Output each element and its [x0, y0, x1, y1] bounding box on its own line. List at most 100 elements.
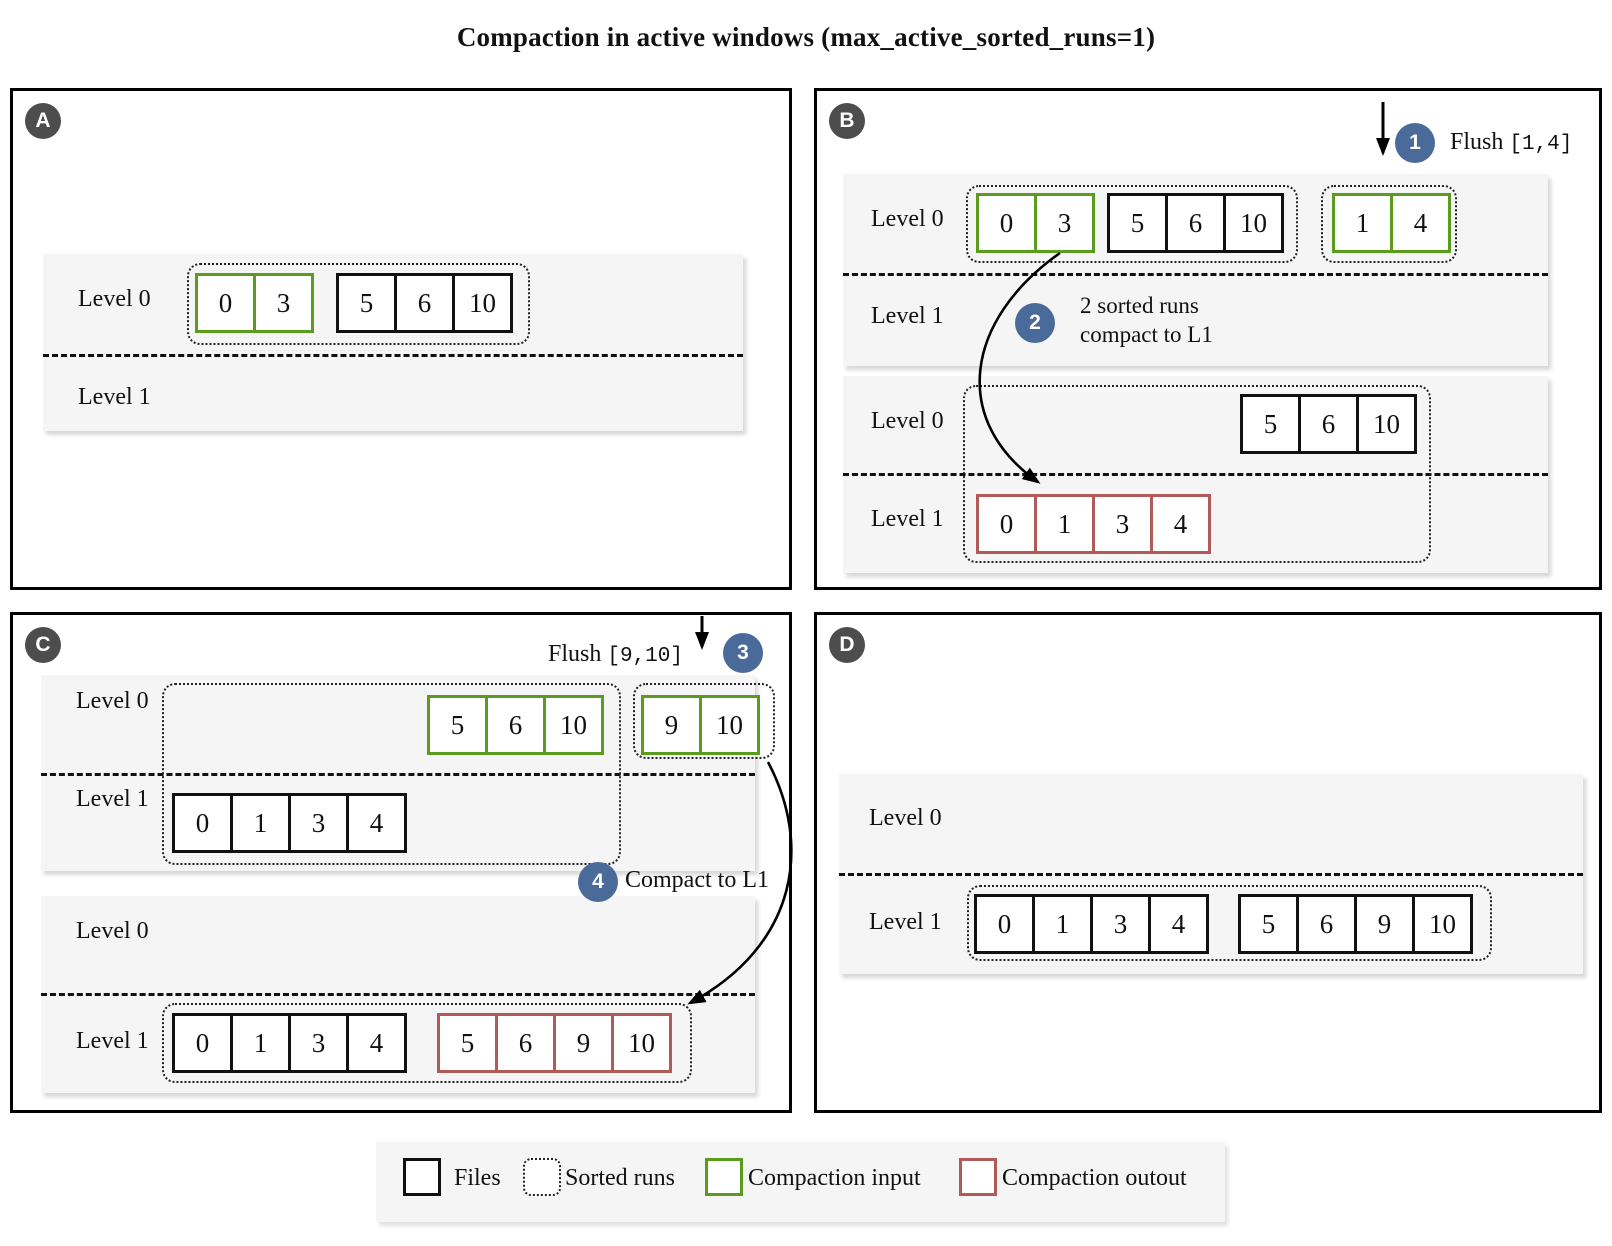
panel-b-sorted-run-outline-1 [966, 185, 1298, 263]
legend-files-label: Files [454, 1165, 501, 1191]
panel-a-sorted-run-outline [187, 263, 530, 345]
file-cell: 0 [172, 793, 233, 853]
step-4-text: Compact to L1 [625, 867, 769, 893]
file-cell: 9 [553, 1013, 614, 1073]
panel-d-badge: D [829, 627, 865, 663]
panel-c-sorted-run-outline-3 [162, 1003, 692, 1083]
panel-c-state1-level0-label: Level 0 [76, 688, 149, 714]
flush-range: [1,4] [1509, 133, 1573, 156]
panel-c-state2-level0-label: Level 0 [76, 918, 149, 944]
file-cell: 6 [1296, 894, 1357, 954]
file-cell: 5 [1240, 394, 1301, 454]
file-cell: 1 [230, 1013, 291, 1073]
file-cell: 3 [1092, 494, 1153, 554]
panel-c-sorted-run-outline-1 [162, 683, 621, 865]
panel-b-state1-level1-label: Level 1 [871, 303, 944, 329]
file-cell: 3 [288, 793, 349, 853]
file-cell: 0 [976, 193, 1037, 253]
file-cell: 5 [336, 273, 397, 333]
flush-9-10-label: Flush [9,10] [548, 641, 683, 668]
file-cell: 10 [1412, 894, 1473, 954]
file-cell: 3 [288, 1013, 349, 1073]
flush-range: [9,10] [607, 645, 683, 668]
file-cell: 6 [495, 1013, 556, 1073]
diagram-title: Compaction in active windows (max_active… [456, 22, 1156, 52]
step-2-line1: 2 sorted runs [1080, 293, 1199, 318]
step-2-badge: 2 [1015, 303, 1055, 343]
legend-compaction-output-swatch [959, 1158, 997, 1196]
file-cell: 0 [195, 273, 256, 333]
panel-d-level0-label: Level 0 [869, 805, 942, 831]
file-cell: 0 [976, 494, 1037, 554]
file-cell: 5 [1107, 193, 1168, 253]
panel-d-sorted-run-outline [967, 885, 1492, 961]
legend-sorted-runs-swatch [523, 1158, 561, 1196]
legend: Files Sorted runs Compaction input Compa… [376, 1142, 1225, 1222]
panel-c-badge: C [25, 627, 61, 663]
file-cell: 5 [427, 695, 488, 755]
file-cell: 3 [1090, 894, 1151, 954]
file-cell: 4 [346, 1013, 407, 1073]
file-cell: 5 [437, 1013, 498, 1073]
panel-d-level-divider [839, 873, 1583, 876]
panel-a-level1-label: Level 1 [78, 384, 151, 410]
panel-b-state1-level0-label: Level 0 [871, 206, 944, 232]
step-2-text: 2 sorted runs compact to L1 [1080, 291, 1213, 349]
flush-1-4-label: Flush [1,4] [1450, 129, 1572, 156]
file-cell: 6 [1298, 394, 1359, 454]
file-cell: 1 [1032, 894, 1093, 954]
file-cell: 4 [1148, 894, 1209, 954]
panel-a-level-divider [43, 354, 743, 357]
legend-sorted-runs-label: Sorted runs [565, 1165, 675, 1191]
file-cell: 10 [452, 273, 513, 333]
file-cell: 10 [543, 695, 604, 755]
file-cell: 10 [1223, 193, 1284, 253]
file-cell: 1 [1332, 193, 1393, 253]
panel-c-state2-level1-label: Level 1 [76, 1028, 149, 1054]
legend-compaction-input-label: Compaction input [748, 1165, 921, 1191]
file-cell: 10 [611, 1013, 672, 1073]
legend-compaction-input-swatch [705, 1158, 743, 1196]
panel-b-sorted-run-outline-2 [1321, 185, 1457, 263]
panel-b-state2-level0-label: Level 0 [871, 408, 944, 434]
step-3-badge: 3 [723, 633, 763, 673]
step-1-badge: 1 [1395, 123, 1435, 163]
panel-c-state2-divider [41, 993, 755, 996]
file-cell: 6 [394, 273, 455, 333]
legend-compaction-output-label: Compaction outout [1002, 1165, 1187, 1191]
panel-b-state2-level1-label: Level 1 [871, 506, 944, 532]
file-cell: 3 [1034, 193, 1095, 253]
file-cell: 6 [1165, 193, 1226, 253]
file-cell: 6 [485, 695, 546, 755]
file-cell: 4 [1150, 494, 1211, 554]
file-cell: 0 [172, 1013, 233, 1073]
panel-c-sorted-run-outline-2 [633, 683, 775, 759]
file-cell: 9 [641, 695, 702, 755]
file-cell: 10 [1356, 394, 1417, 454]
file-cell: 5 [1238, 894, 1299, 954]
file-cell: 1 [1034, 494, 1095, 554]
file-cell: 0 [974, 894, 1035, 954]
panel-d-level1-label: Level 1 [869, 909, 942, 935]
file-cell: 4 [346, 793, 407, 853]
panel-b-badge: B [829, 103, 865, 139]
panel-a-level0-label: Level 0 [78, 286, 151, 312]
flush-word: Flush [548, 641, 602, 667]
legend-files-swatch [403, 1158, 441, 1196]
file-cell: 10 [699, 695, 760, 755]
flush-word: Flush [1450, 129, 1504, 155]
file-cell: 3 [253, 273, 314, 333]
